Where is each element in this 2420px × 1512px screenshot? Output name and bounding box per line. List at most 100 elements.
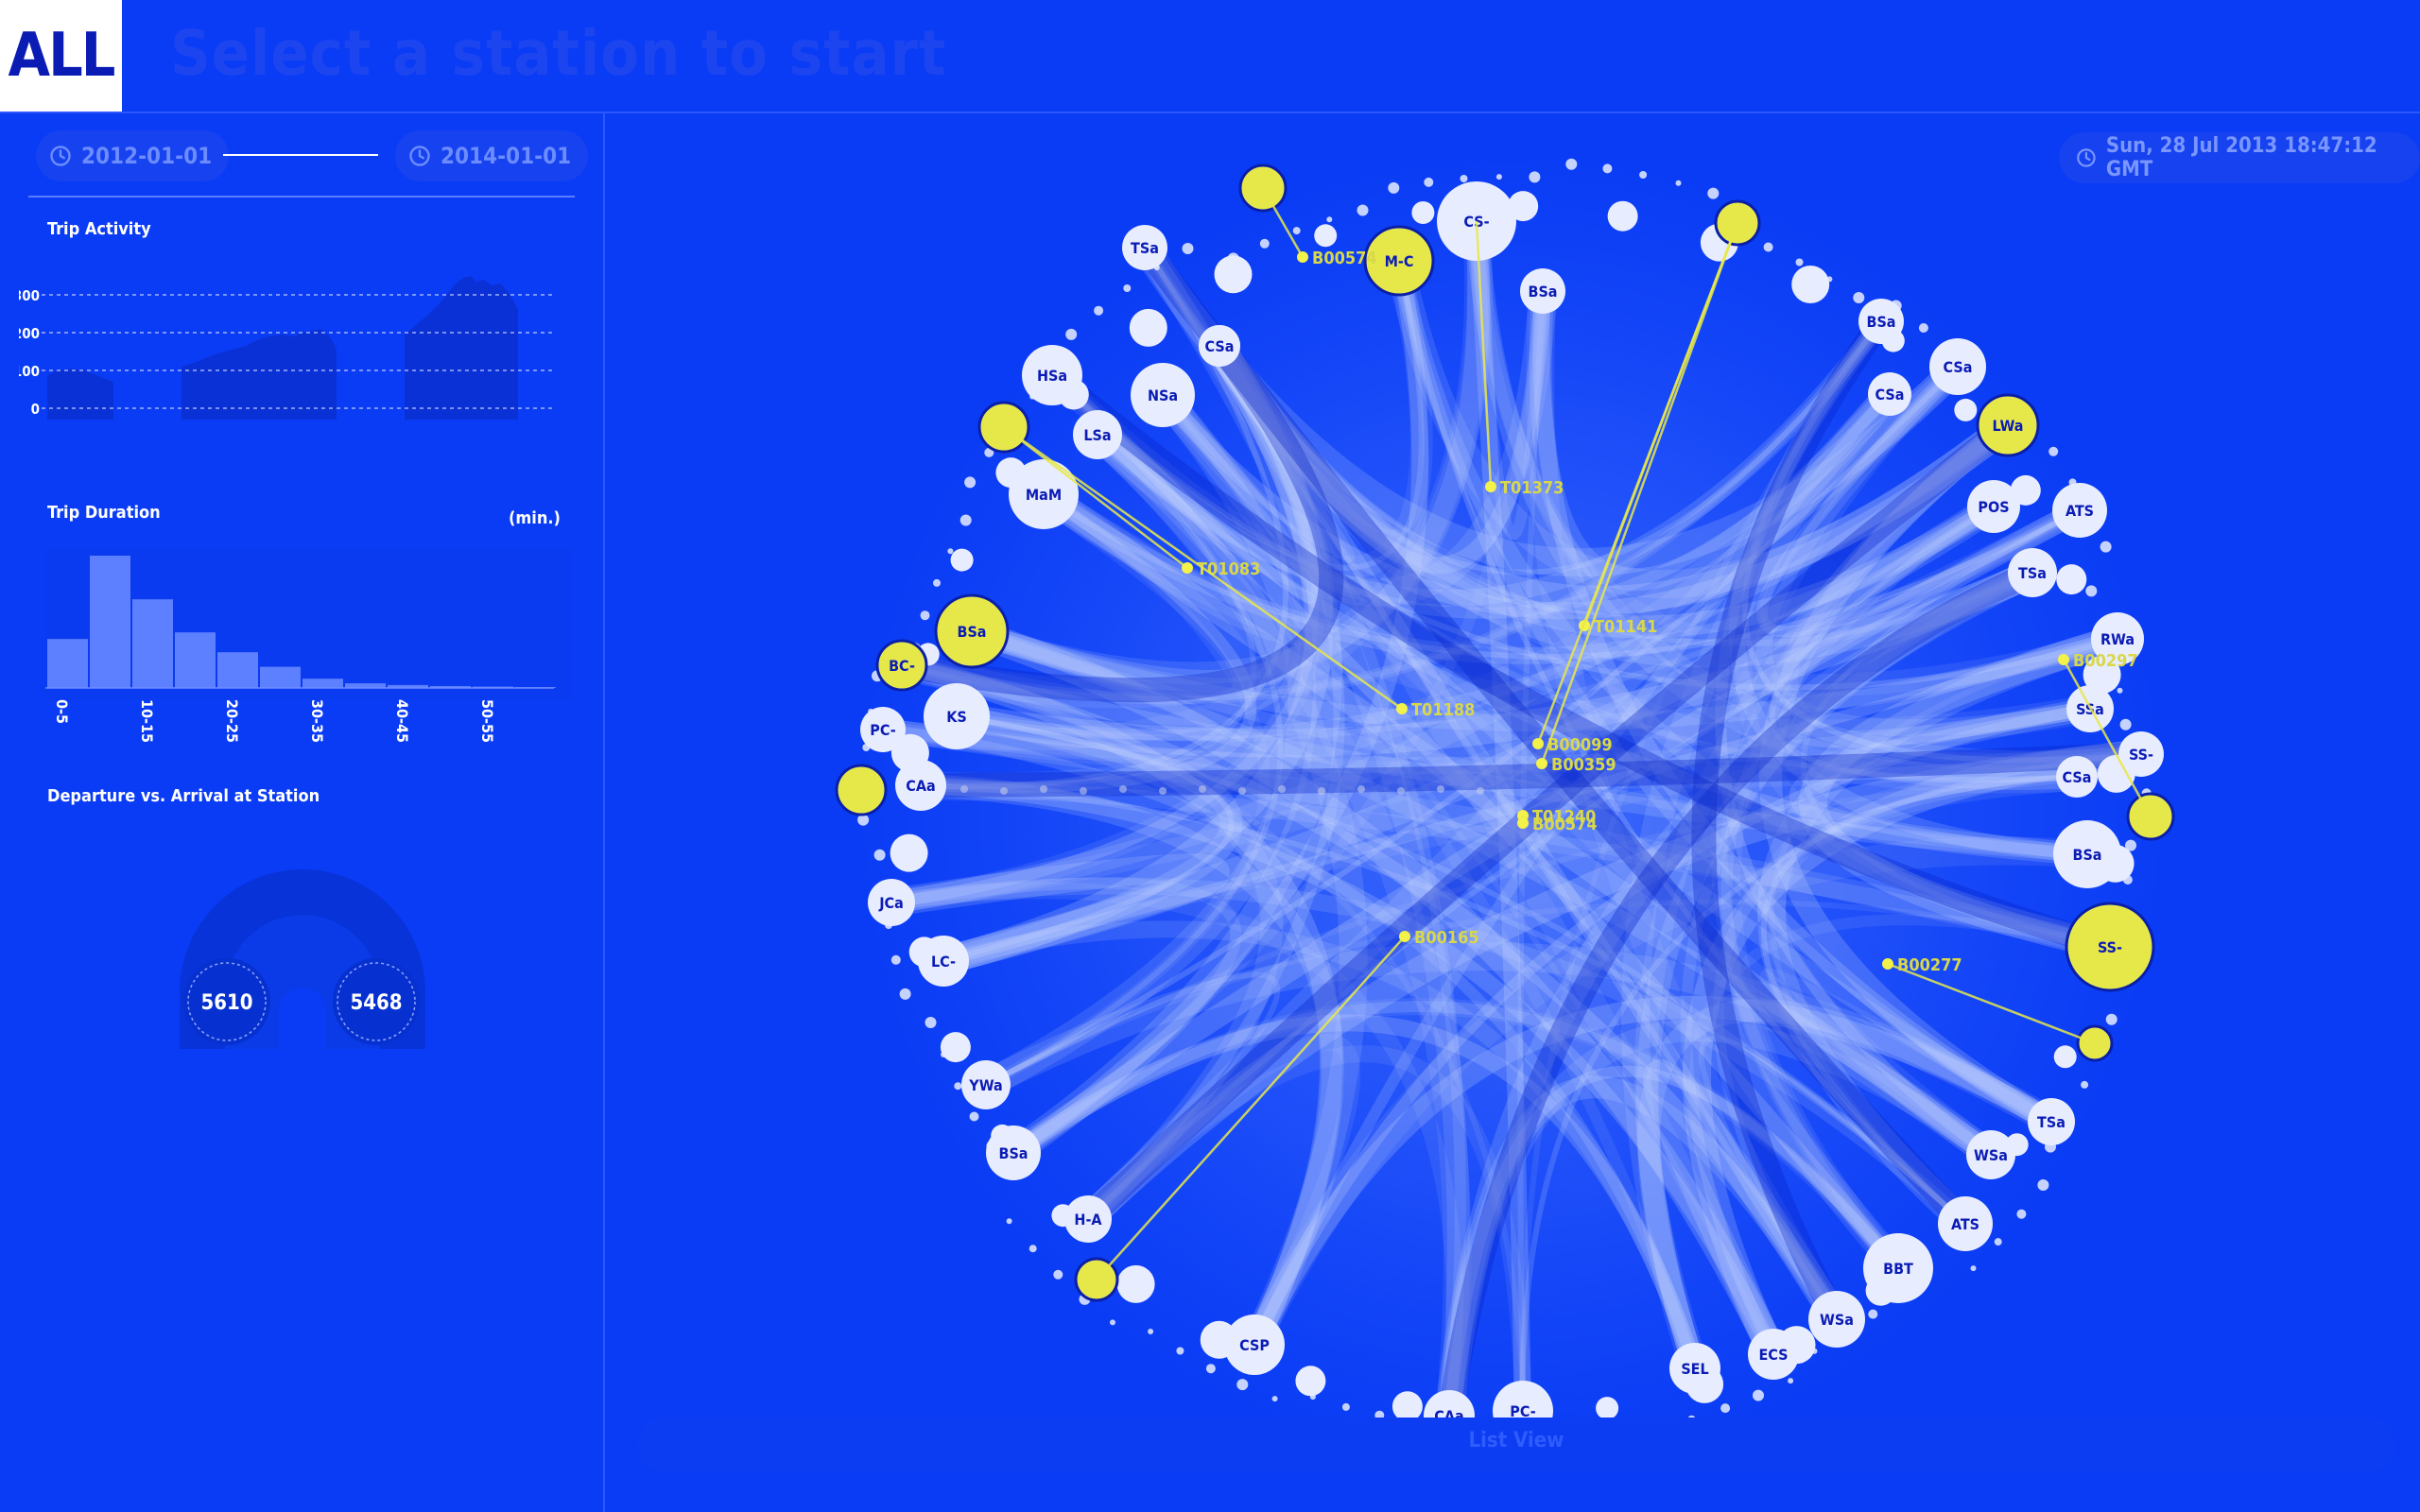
station-node[interactable]: SS- bbox=[2118, 731, 2164, 777]
trip-chord bbox=[890, 358, 1966, 914]
minor-station-dot bbox=[2037, 1179, 2049, 1191]
list-view-bar[interactable]: List View bbox=[637, 1418, 2395, 1472]
end-date-pill[interactable]: 2014-01-01 bbox=[395, 130, 589, 181]
station-node[interactable] bbox=[890, 833, 928, 872]
station-node[interactable] bbox=[950, 548, 974, 572]
station-node[interactable] bbox=[1607, 200, 1638, 232]
trip-chord bbox=[942, 633, 2119, 967]
trip-marker[interactable]: B00165 bbox=[1096, 928, 1479, 1280]
station-node[interactable]: TSa bbox=[2028, 1098, 2075, 1145]
trip-marker[interactable]: T01373 bbox=[1475, 220, 1564, 498]
minor-station-dot bbox=[1529, 171, 1541, 183]
station-node[interactable]: CSa bbox=[1199, 325, 1240, 367]
station-node[interactable]: CSa bbox=[1868, 372, 1911, 416]
station-node[interactable]: KS bbox=[924, 683, 990, 749]
station-node[interactable] bbox=[1954, 398, 1978, 421]
station-node[interactable]: TSa bbox=[2008, 548, 2057, 597]
station-node[interactable]: BBT bbox=[1863, 1233, 1933, 1303]
station-node[interactable]: BSa bbox=[2053, 820, 2121, 888]
current-time: Sun, 28 Jul 2013 18:47:12 GMT bbox=[2105, 134, 2377, 181]
station-node[interactable]: M-C bbox=[1363, 225, 1435, 297]
station-node[interactable]: NSa bbox=[1131, 363, 1195, 427]
station-node[interactable]: SEL bbox=[1669, 1343, 1720, 1394]
minor-station-dot bbox=[1763, 242, 1773, 252]
station-node[interactable]: ATS bbox=[2052, 483, 2107, 538]
station-node[interactable] bbox=[2083, 656, 2121, 694]
station-node[interactable]: RWa bbox=[2091, 612, 2144, 665]
station-node[interactable]: BSa bbox=[1520, 268, 1565, 314]
station-node[interactable]: BSa bbox=[986, 1125, 1041, 1180]
trip-chord bbox=[1087, 290, 1557, 608]
station-node[interactable]: POS bbox=[1967, 480, 2020, 533]
station-node[interactable]: JCa bbox=[868, 879, 915, 926]
station-node[interactable]: WSa bbox=[1966, 1130, 2015, 1179]
station-node[interactable] bbox=[1314, 224, 1338, 248]
minor-station-dot bbox=[1602, 163, 1613, 174]
trip-marker[interactable]: B00574 bbox=[1517, 815, 1598, 834]
station-circle bbox=[961, 1060, 1011, 1109]
duration-bar bbox=[302, 679, 343, 688]
trip-chord bbox=[1637, 999, 2057, 1372]
trip-chord bbox=[983, 490, 1270, 1091]
station-node[interactable]: LSa bbox=[1073, 410, 1122, 459]
station-label: CSP bbox=[1239, 1336, 1270, 1354]
trip-chord bbox=[1244, 996, 2057, 1350]
station-node[interactable]: HSa bbox=[1022, 345, 1082, 405]
station-node[interactable]: LWa bbox=[1976, 393, 2040, 457]
station-node[interactable]: CSP bbox=[1224, 1314, 1285, 1375]
trip-chord bbox=[1010, 1001, 1903, 1272]
trip-marker[interactable]: B00297 bbox=[2058, 651, 2152, 817]
trip-dot bbox=[1485, 481, 1496, 492]
trip-marker[interactable]: B00359 bbox=[1536, 222, 1739, 775]
minor-station-dot bbox=[1205, 1364, 1216, 1374]
station-node[interactable] bbox=[1214, 255, 1253, 294]
station-node[interactable] bbox=[1392, 1391, 1423, 1422]
station-node[interactable]: BSa bbox=[1858, 299, 1904, 344]
station-label: SS- bbox=[2129, 746, 2153, 764]
station-node[interactable]: TSa bbox=[1122, 225, 1167, 270]
minor-station-dot bbox=[1110, 1319, 1115, 1326]
station-node[interactable] bbox=[1116, 1264, 1155, 1303]
trip-label: B00359 bbox=[1551, 755, 1616, 775]
station-node[interactable]: CAa bbox=[895, 760, 946, 811]
station-node[interactable]: BSa bbox=[934, 593, 1010, 669]
station-node[interactable] bbox=[1295, 1366, 1326, 1397]
station-node[interactable]: ATS bbox=[1938, 1196, 1993, 1251]
station-node[interactable]: WSa bbox=[1808, 1291, 1865, 1348]
station-node[interactable] bbox=[2053, 1045, 2077, 1069]
arrivals-circle bbox=[333, 958, 420, 1045]
station-node[interactable]: MaM bbox=[1009, 459, 1079, 529]
trip-marker[interactable]: B00574 bbox=[1261, 187, 1377, 268]
station-node[interactable]: BC- bbox=[875, 639, 928, 692]
station-node[interactable] bbox=[1129, 308, 1167, 347]
trip-marker[interactable]: T01188 bbox=[1003, 425, 1475, 720]
station-node[interactable] bbox=[2056, 564, 2087, 595]
start-date-pill[interactable]: 2012-01-01 bbox=[36, 130, 230, 181]
all-button[interactable]: ALL bbox=[0, 0, 122, 112]
station-node[interactable]: CSa bbox=[1929, 338, 1986, 395]
station-node[interactable]: LC- bbox=[918, 936, 969, 987]
activity-area bbox=[47, 276, 518, 420]
trip-marker[interactable]: B00277 bbox=[1882, 955, 2096, 1045]
minor-station-dot bbox=[2117, 687, 2123, 694]
station-label: ECS bbox=[1758, 1346, 1788, 1364]
station-node[interactable] bbox=[1596, 1397, 1619, 1420]
station-node[interactable] bbox=[940, 1032, 971, 1063]
trip-chord bbox=[1078, 740, 2143, 1229]
station-node[interactable]: YWa bbox=[961, 1060, 1011, 1109]
station-node[interactable]: PC- bbox=[860, 707, 906, 752]
minor-station-dot bbox=[1148, 1329, 1154, 1334]
station-node[interactable] bbox=[1411, 201, 1435, 224]
trip-chord bbox=[1008, 1014, 1703, 1371]
station-node[interactable]: SS- bbox=[2065, 902, 2155, 992]
trip-chord bbox=[1134, 241, 1470, 1418]
station-node[interactable] bbox=[1791, 266, 1830, 303]
station-node[interactable]: CSa bbox=[2056, 756, 2098, 798]
highlighted-station[interactable] bbox=[835, 764, 888, 816]
duration-tick-label: 10-15 bbox=[138, 699, 156, 743]
station-node[interactable]: H-A bbox=[1064, 1195, 1112, 1243]
trip-chord bbox=[1085, 507, 2082, 1222]
trip-chord bbox=[1005, 338, 1342, 1165]
station-node[interactable]: ECS bbox=[1748, 1329, 1799, 1380]
trip-marker[interactable]: B00099 bbox=[1532, 222, 1739, 755]
